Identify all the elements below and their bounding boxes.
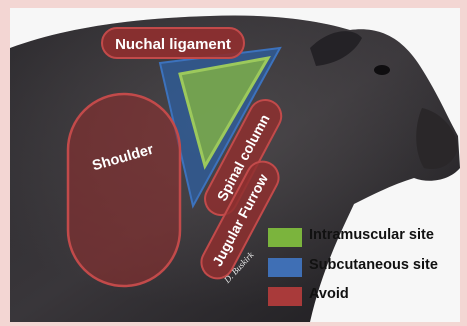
avoid-swatch [268,287,302,306]
legend-item-subcutaneous: Subcutaneous site [268,256,452,278]
nuchal-ligament-region: Nuchal ligament [102,28,244,58]
eye-shape [374,65,390,75]
legend-label: Intramuscular site [309,227,434,243]
legend-item-intramuscular: Intramuscular site [268,226,452,248]
legend-label: Avoid [309,286,349,302]
subcutaneous-swatch [268,258,302,277]
legend-item-avoid: Avoid [268,285,452,307]
intramuscular-swatch [268,228,302,247]
nuchal-ligament-label: Nuchal ligament [115,36,231,53]
shoulder-region: Shoulder [68,94,180,286]
legend-label: Subcutaneous site [309,257,438,273]
muzzle-shape [416,108,458,169]
